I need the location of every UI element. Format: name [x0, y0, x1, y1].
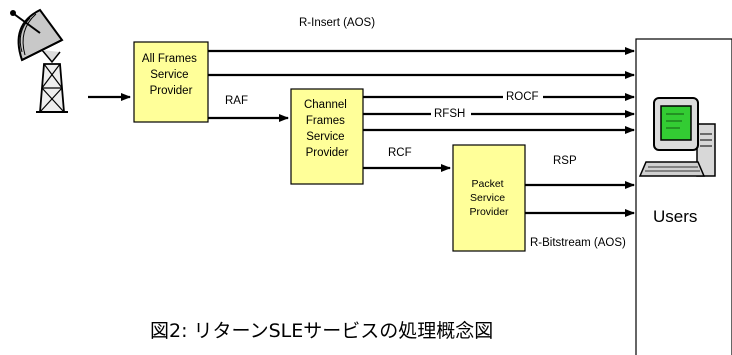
computer-terminal-icon: [638, 97, 716, 177]
channel-frames-line-4: Provider: [306, 147, 349, 159]
packet-line-1: Packet: [471, 178, 503, 190]
all-frames-service-provider-box: All Frames Service Provider: [133, 41, 209, 123]
channel-frames-service-provider-box: Channel Frames Service Provider: [290, 88, 364, 185]
rfsh-label: RFSH: [434, 108, 465, 120]
rocf-label: ROCF: [506, 91, 539, 103]
svg-text:All Frames Service: All Frames Service Provider: [142, 53, 200, 97]
rsp-label: RSP: [553, 155, 577, 167]
satellite-dish-icon: [10, 8, 68, 113]
all-frames-line-1: All Frames: [142, 53, 197, 65]
users-box: [635, 38, 732, 355]
raf-label: RAF: [225, 95, 248, 107]
packet-line-2: Service: [470, 192, 505, 204]
r-bitstream-label: R-Bitstream (AOS): [530, 237, 626, 249]
r-insert-label: R-Insert (AOS): [299, 17, 375, 29]
channel-frames-line-1: Channel: [304, 99, 347, 111]
channel-frames-line-3: Service: [306, 131, 344, 143]
packet-service-provider-box: Packet Service Provider: [452, 144, 526, 252]
all-frames-line-3: Provider: [150, 85, 193, 97]
svg-text:Packet Service Pro: Packet Service Provider: [469, 178, 509, 218]
all-frames-line-2: Service: [150, 69, 188, 81]
rcf-label: RCF: [388, 147, 412, 159]
users-label: Users: [653, 207, 697, 226]
channel-frames-line-2: Frames: [306, 115, 345, 127]
packet-line-3: Provider: [469, 206, 509, 218]
svg-text:Channel Frames Ser: Channel Frames Service Provider: [304, 99, 350, 159]
figure-caption: 図2: リターンSLEサービスの処理概念図: [150, 320, 494, 342]
